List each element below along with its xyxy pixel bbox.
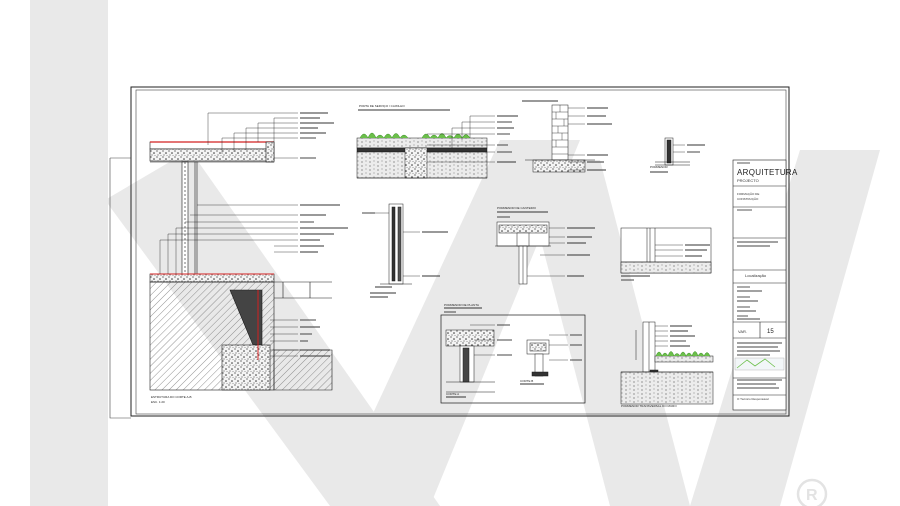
title-block bbox=[732, 159, 787, 411]
planter-detail bbox=[495, 211, 595, 285]
bottom-detail-caption: PORMENOR DE PLANTA bbox=[444, 303, 479, 307]
ground-detail bbox=[620, 227, 712, 281]
door-detail-caption: PORTA DE SERVIÇO / CAIXILHO bbox=[359, 104, 405, 108]
project-line-1: FORMAÇÃO DE bbox=[737, 192, 760, 196]
wall-vegetation-detail bbox=[620, 321, 714, 405]
stair-detail-caption: PORMENOR DE CANTEIRO bbox=[497, 206, 537, 210]
bottom-detail-sub2-caption: CORTE B bbox=[520, 379, 534, 383]
wall-section-detail bbox=[522, 100, 612, 173]
bottom-box-detail bbox=[440, 307, 586, 404]
main-section-caption: ESTRUTURA DO CORTE A-B bbox=[151, 395, 192, 399]
scale-value: VAR. bbox=[738, 329, 748, 334]
project-line-2: CONSTRUÇÃO bbox=[737, 197, 759, 201]
right-bottom-detail-caption: PORMENOR TRANSVERSAL DO MURO bbox=[621, 404, 677, 408]
phase-label: PROJECTO bbox=[737, 178, 759, 183]
door-section-detail bbox=[362, 203, 448, 298]
section-label: Localização bbox=[745, 273, 767, 278]
bottom-detail-sub-caption: CORTE A bbox=[446, 392, 460, 396]
sheet-number: 15 bbox=[767, 329, 774, 335]
responsible-label: O Técnico Responsável bbox=[737, 397, 769, 401]
main-section-scale: ESC. 1:20 bbox=[151, 400, 165, 404]
top-right-detail bbox=[650, 137, 705, 173]
main-section-drawing bbox=[149, 112, 348, 391]
top-right-detail-caption: PORMENOR bbox=[650, 165, 668, 169]
green-roof-detail bbox=[356, 109, 518, 179]
discipline-label: ARQUITETURA bbox=[737, 168, 798, 177]
